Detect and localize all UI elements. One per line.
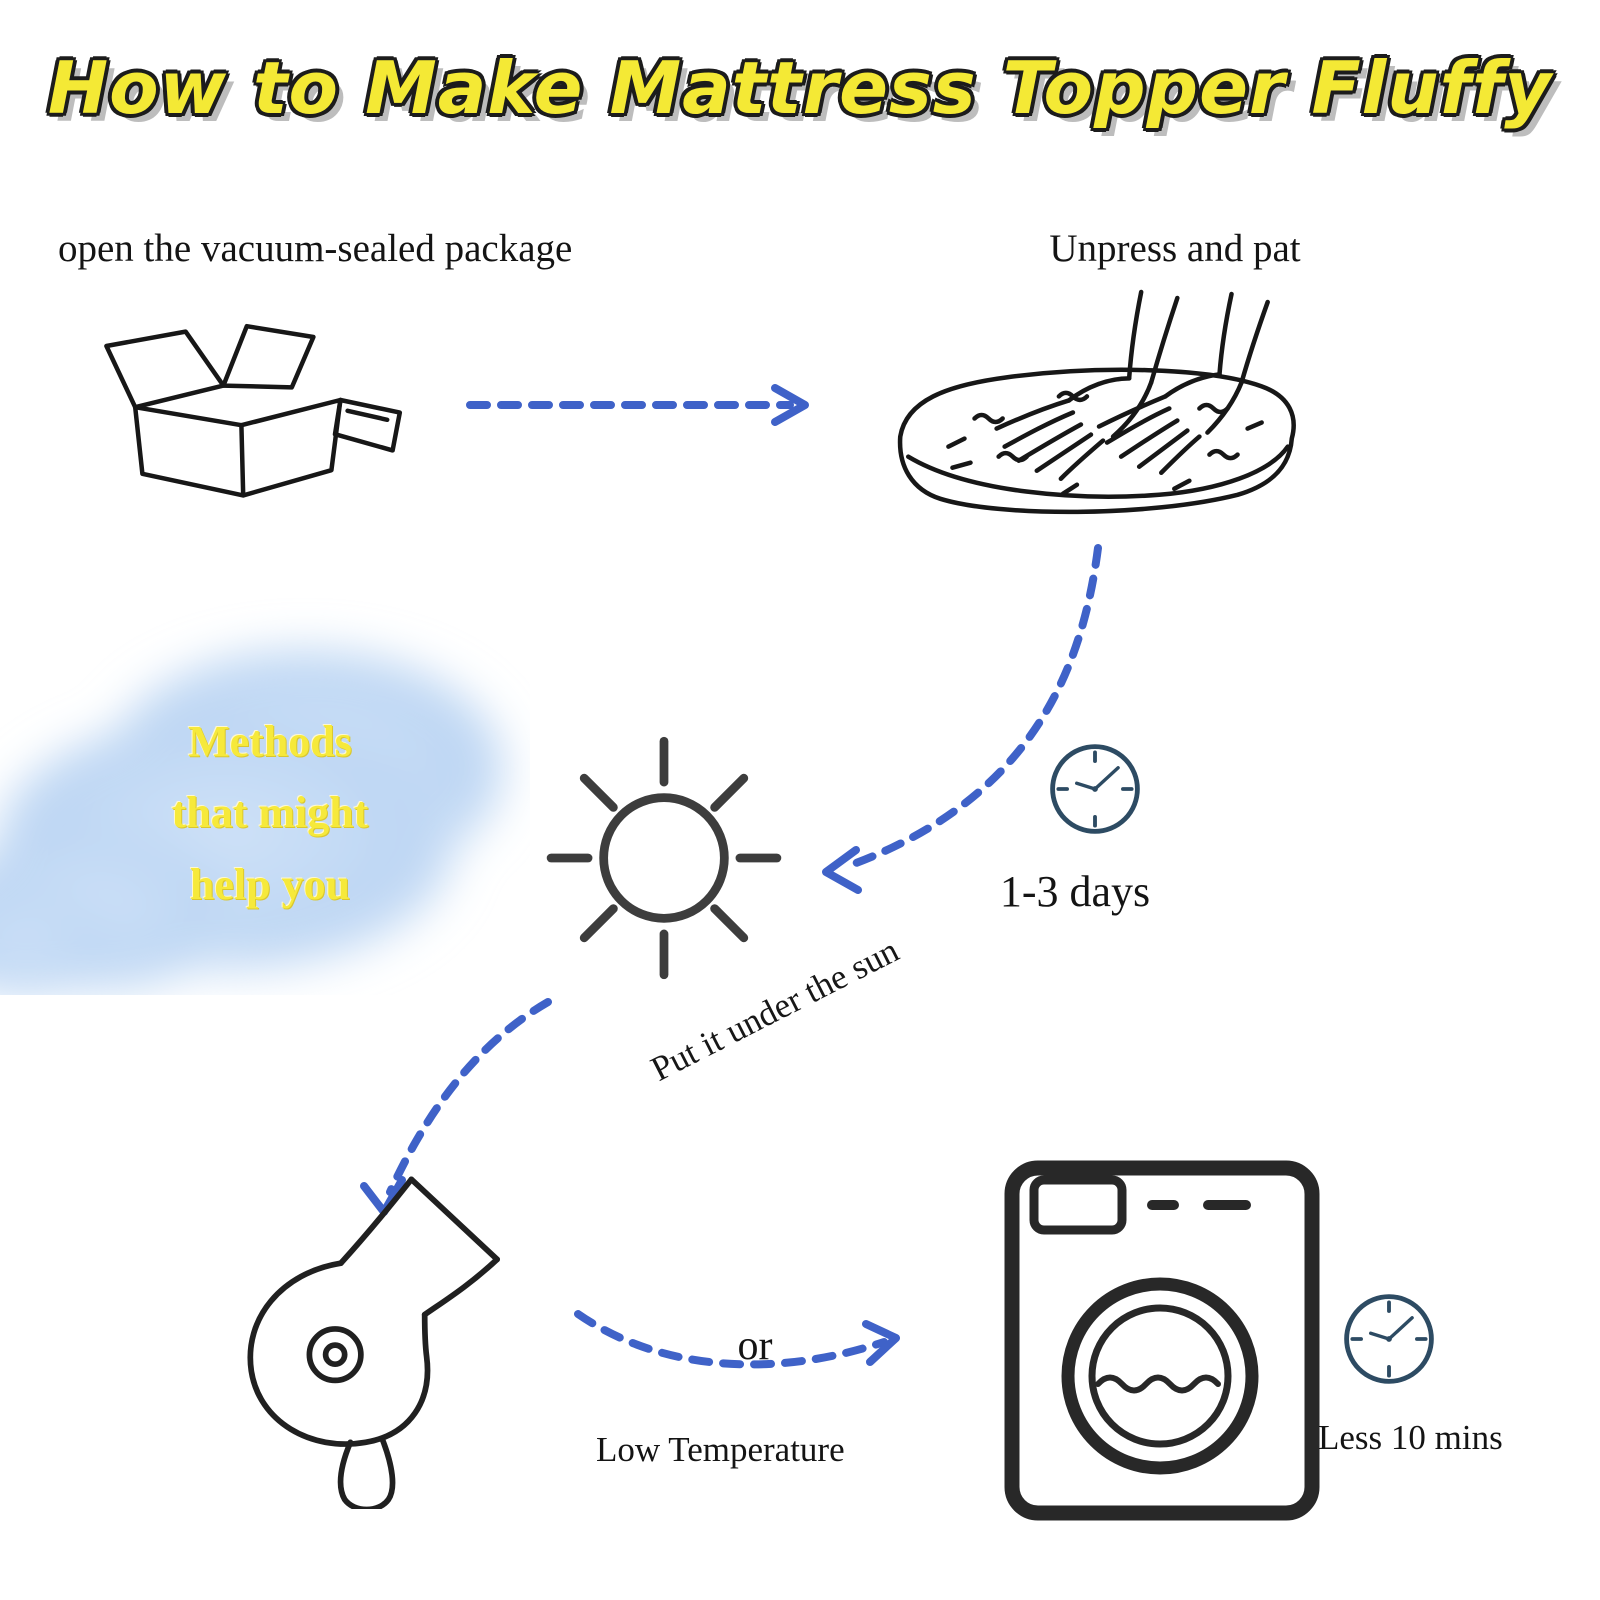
methods-cloud-line1: Methods [188, 717, 352, 766]
dryer-setting-label: Low Temperature [596, 1430, 845, 1469]
arrow-box-to-topper [466, 384, 809, 426]
hands-patting-topper-icon [897, 289, 1296, 515]
page-title: How to Make Mattress Topper Fluffy [47, 46, 1553, 130]
hair-dryer-icon [247, 1176, 500, 1509]
clock-icon-mins [1344, 1294, 1434, 1384]
sun-icon [546, 736, 782, 980]
methods-cloud-text: Methods that might help you [120, 706, 420, 920]
clock-icon-days [1050, 744, 1140, 834]
washing-machine-icon [1004, 1160, 1320, 1521]
methods-cloud-line3: help you [189, 859, 351, 909]
methods-cloud-line2: that might [171, 788, 369, 838]
methods-cloud-shape [0, 650, 505, 995]
or-connector-label: or [737, 1323, 773, 1369]
wash-duration-label: Less 10 mins [1318, 1418, 1503, 1457]
open-box-icon [104, 323, 403, 498]
sun-duration-label: 1-3 days [999, 867, 1151, 916]
step1-label: open the vacuum-sealed package [58, 227, 573, 270]
step2-label: Unpress and pat [1049, 227, 1301, 270]
